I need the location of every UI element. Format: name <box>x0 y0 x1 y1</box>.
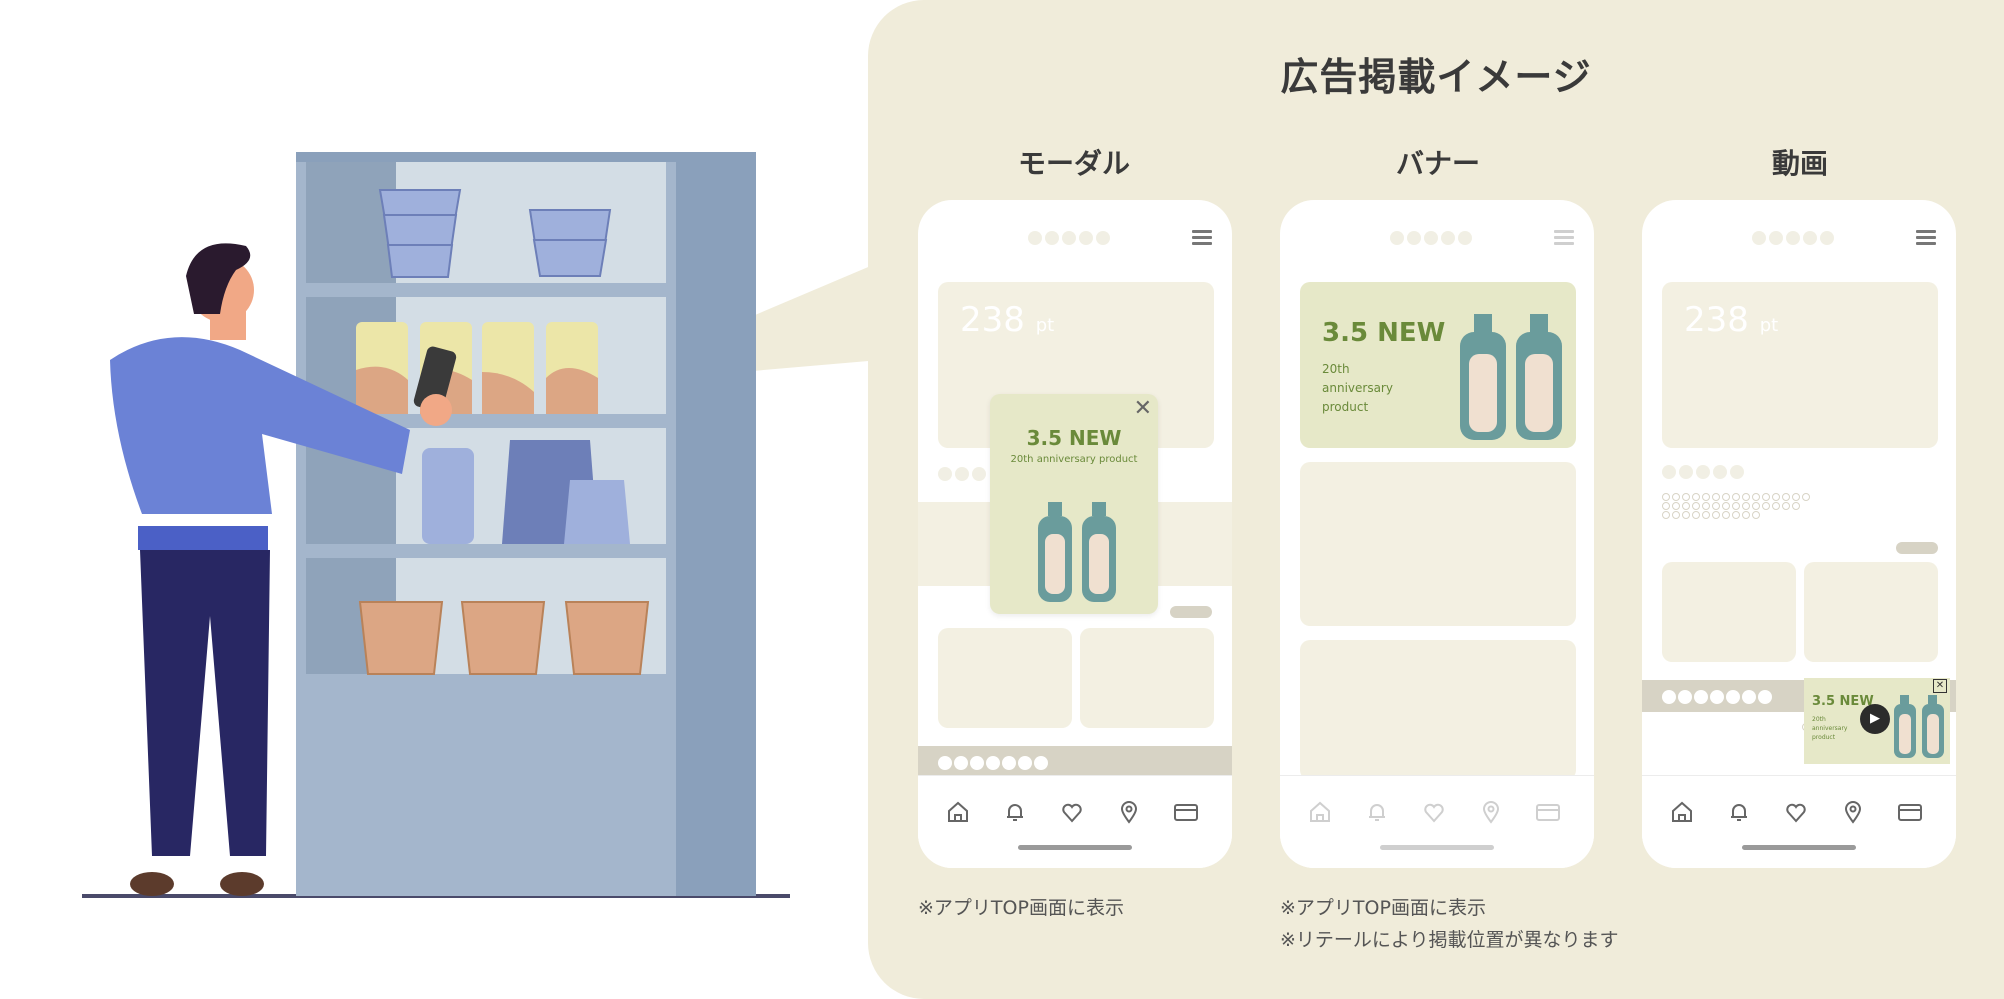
heart-icon[interactable] <box>1058 798 1086 826</box>
play-icon[interactable]: ▶ <box>1860 704 1890 734</box>
banner-ad[interactable]: 3.5 NEW 20th anniversary product <box>1300 282 1576 448</box>
bell-icon[interactable] <box>1001 798 1029 826</box>
note-banner-2: ※リテールにより掲載位置が異なります <box>1280 929 1619 951</box>
more-pill <box>1896 542 1938 554</box>
phone-mockup-modal: 238 pt ✕ 3.5 NEW 20th anniversary produc… <box>918 200 1232 868</box>
placeholder-text-lines <box>1662 492 1872 519</box>
tile-left <box>1662 562 1796 662</box>
bottom-nav <box>1280 775 1594 868</box>
ad-headline: 3.5 NEW <box>1812 694 1874 709</box>
ad-subtitle: 20th anniversary product <box>1010 454 1138 465</box>
cups-bottom <box>358 601 650 675</box>
ad-subtitle-3: product <box>1812 734 1836 741</box>
shopper-illustration <box>82 152 880 898</box>
more-pill <box>1170 606 1212 618</box>
column-title-banner: バナー <box>1395 147 1480 180</box>
home-icon[interactable] <box>1306 798 1334 826</box>
card-icon[interactable] <box>1534 798 1562 826</box>
points-unit: pt <box>1759 315 1779 336</box>
bottle-image <box>1038 502 1116 602</box>
location-pin-icon[interactable] <box>1477 798 1505 826</box>
ad-placement-panel: 広告掲載イメージ モーダル バナー 動画 238 pt ✕ 3.5 NEW <box>868 0 2004 999</box>
menu-icon[interactable] <box>1192 230 1212 248</box>
modal-ad[interactable]: ✕ 3.5 NEW 20th anniversary product <box>990 394 1158 614</box>
phone-mockup-video: 238 pt ✕ 3.5 NEW 20th anniversary <box>1642 200 1956 868</box>
ad-subtitle-1: 20th <box>1322 362 1350 376</box>
home-indicator <box>1742 845 1856 850</box>
video-ad[interactable]: ✕ 3.5 NEW 20th anniversary product ▶ <box>1804 678 1950 764</box>
home-indicator <box>1380 845 1494 850</box>
ad-subtitle-2: anniversary <box>1812 725 1848 732</box>
points-value: 238 <box>960 300 1025 340</box>
bottom-nav <box>918 775 1232 868</box>
content-card-1 <box>1300 462 1576 626</box>
canisters <box>422 440 630 544</box>
points-card: 238 pt <box>1662 282 1938 448</box>
ad-headline: 3.5 NEW <box>1026 426 1122 450</box>
location-pin-icon[interactable] <box>1839 798 1867 826</box>
heart-icon[interactable] <box>1782 798 1810 826</box>
header-dots <box>1390 230 1475 249</box>
menu-icon[interactable] <box>1554 230 1574 248</box>
placeholder-dots <box>1662 464 1747 483</box>
placeholder-dots <box>938 466 989 485</box>
tile-right <box>1804 562 1938 662</box>
location-pin-icon[interactable] <box>1115 798 1143 826</box>
tile-right <box>1080 628 1214 728</box>
menu-icon[interactable] <box>1916 230 1936 248</box>
note-modal: ※アプリTOP画面に表示 <box>918 897 1124 919</box>
ad-subtitle-3: product <box>1322 400 1369 414</box>
home-icon[interactable] <box>944 798 972 826</box>
ad-headline: 3.5 NEW <box>1322 318 1446 348</box>
ad-subtitle-2: anniversary <box>1322 381 1393 395</box>
bell-icon[interactable] <box>1363 798 1391 826</box>
column-title-video: 動画 <box>1771 147 1828 180</box>
content-card-2 <box>1300 640 1576 780</box>
points-unit: pt <box>1035 315 1055 336</box>
tile-left <box>938 628 1072 728</box>
card-icon[interactable] <box>1896 798 1924 826</box>
close-icon[interactable]: ✕ <box>1133 396 1152 421</box>
person <box>110 243 457 896</box>
column-title-modal: モーダル <box>1017 147 1130 180</box>
header-dots <box>1028 230 1113 249</box>
bottle-image <box>1894 695 1944 758</box>
header-dots <box>1752 230 1837 249</box>
cups-top <box>378 189 612 278</box>
bell-icon[interactable] <box>1725 798 1753 826</box>
home-icon[interactable] <box>1668 798 1696 826</box>
points-value: 238 <box>1684 300 1749 340</box>
bottle-image <box>1460 314 1562 440</box>
jars <box>356 322 598 414</box>
home-indicator <box>1018 845 1132 850</box>
ad-subtitle-1: 20th <box>1812 716 1826 723</box>
bottom-nav <box>1642 775 1956 868</box>
heart-icon[interactable] <box>1420 798 1448 826</box>
card-icon[interactable] <box>1172 798 1200 826</box>
panel-title: 広告掲載イメージ <box>1280 55 1592 99</box>
phone-mockup-banner: 3.5 NEW 20th anniversary product <box>1280 200 1594 868</box>
section-band <box>918 746 1232 778</box>
close-icon[interactable]: ✕ <box>1933 679 1947 693</box>
note-banner-1: ※アプリTOP画面に表示 <box>1280 897 1486 919</box>
